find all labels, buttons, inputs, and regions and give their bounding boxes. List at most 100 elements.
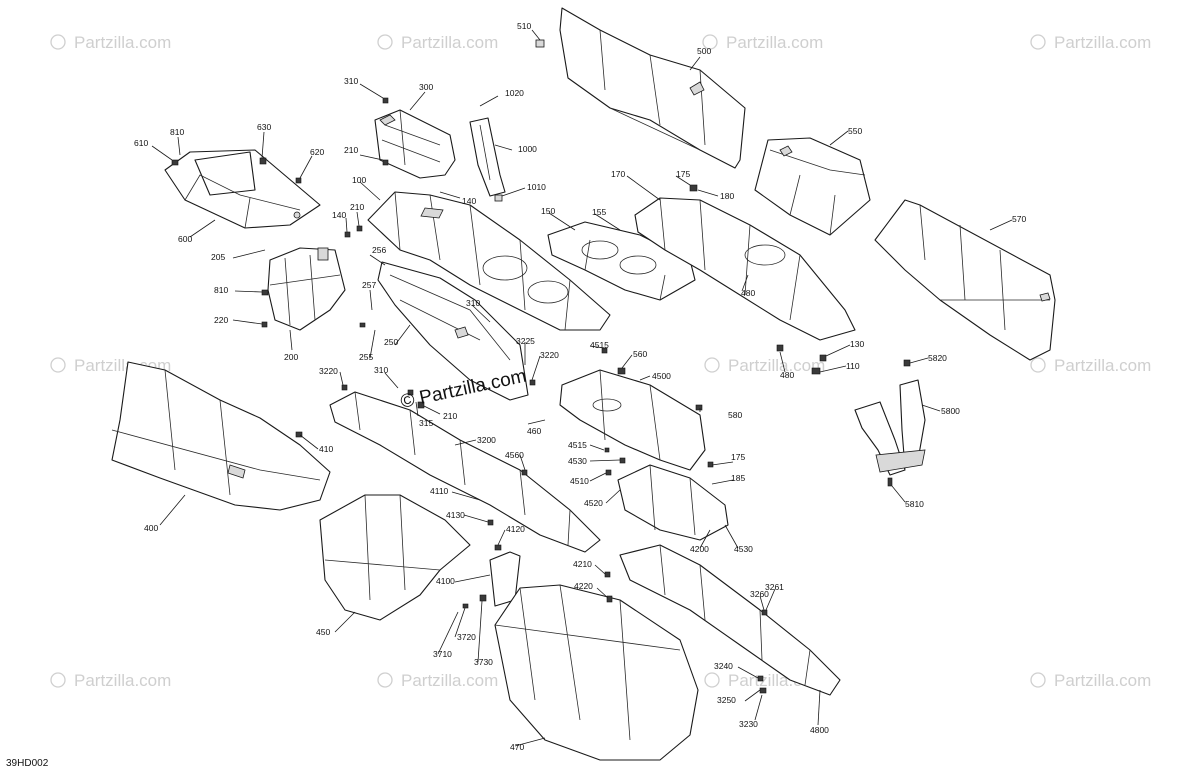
callout-label: 620 (310, 147, 324, 157)
watermark: Partzilla.com (1030, 356, 1151, 375)
callout-label: 5810 (905, 499, 924, 509)
part-300-cluster (374, 109, 456, 179)
watermark-text: Partzilla.com (1054, 33, 1151, 52)
callout-label: 315 (419, 418, 433, 428)
watermark-text: Partzilla.com (1054, 356, 1151, 375)
callout-label: 4530 (734, 544, 753, 554)
part-500-panel (559, 7, 746, 169)
callout-label: 4130 (446, 510, 465, 520)
watermark-layer: Partzilla.com Partzilla.com Partzilla.co… (50, 33, 1151, 690)
callout-label: 410 (319, 444, 333, 454)
callout-label: 4515 (568, 440, 587, 450)
part-450-panel (319, 494, 471, 621)
callout-label: 550 (848, 126, 862, 136)
callout-label: 3720 (457, 632, 476, 642)
callout-label: 3240 (714, 661, 733, 671)
callout-label: 175 (676, 169, 690, 179)
callout-label: 4220 (574, 581, 593, 591)
callout-label: 500 (697, 46, 711, 56)
callout-label: 600 (178, 234, 192, 244)
callout-label: 3200 (477, 435, 496, 445)
part-5800-boot (854, 379, 926, 476)
callout-label: 3220 (319, 366, 338, 376)
callout-label: 155 (592, 207, 606, 217)
callout-label: 810 (170, 127, 184, 137)
part-550-panel (754, 137, 871, 236)
callout-label: 470 (510, 742, 524, 752)
part-100-console (367, 191, 611, 331)
watermark-text: Partzilla.com (401, 33, 498, 52)
part-570-panel (874, 199, 1056, 361)
callout-label: 140 (462, 196, 476, 206)
callout-label: 570 (1012, 214, 1026, 224)
callout-label: 4560 (505, 450, 524, 460)
watermark: Partzilla.com (702, 33, 823, 52)
callout-label: 3730 (474, 657, 493, 667)
callout-label: 580 (728, 410, 742, 420)
callout-label: 250 (384, 337, 398, 347)
part-470-tray (494, 584, 699, 761)
callout-label: 110 (846, 361, 860, 371)
watermark: Partzilla.com (1030, 671, 1151, 690)
callout-label: 300 (419, 82, 433, 92)
part-4200-bracket (617, 464, 729, 541)
callout-label: 257 (362, 280, 376, 290)
callout-label: 310 (374, 365, 388, 375)
callout-label: 3261 (765, 582, 784, 592)
diagram-code: 39HD002 (6, 758, 49, 769)
callout-label: 4100 (436, 576, 455, 586)
callout-label: 460 (527, 426, 541, 436)
callout-label: 5820 (928, 353, 947, 363)
callout-label: 3250 (717, 695, 736, 705)
watermark: Partzilla.com (704, 356, 825, 375)
part-510-clip (535, 39, 545, 48)
callout-label: 100 (352, 175, 366, 185)
callout-label: 3220 (540, 350, 559, 360)
watermark-text: Partzilla.com (401, 671, 498, 690)
callout-label: 185 (731, 473, 745, 483)
callout-label: 4110 (430, 486, 449, 496)
part-4500-cover (559, 369, 706, 471)
callout-label: 310 (466, 298, 480, 308)
watermark-text: Partzilla.com (74, 671, 171, 690)
part-150-cupholder (547, 221, 696, 301)
part-1000-bracket (469, 117, 506, 202)
part-3200-rail (329, 391, 601, 553)
leader-lines (151, 29, 1013, 747)
watermark: Partzilla.com (50, 671, 171, 690)
callout-label: 210 (443, 411, 457, 421)
callout-label: 450 (316, 627, 330, 637)
callout-labels: 510 500 310 300 1020 1000 1010 610 810 6… (134, 21, 1026, 752)
callout-label: 480 (780, 370, 794, 380)
callout-label: 256 (372, 245, 386, 255)
callout-label: 3230 (739, 719, 758, 729)
callout-label: 255 (359, 352, 373, 362)
part-4800-frame (619, 544, 841, 696)
callout-label: 205 (211, 252, 225, 262)
watermark: Partzilla.com (377, 33, 498, 52)
watermark: Partzilla.com (50, 33, 171, 52)
callout-label: 130 (850, 339, 864, 349)
callout-label: 3260 (750, 589, 769, 599)
callout-label: 1020 (505, 88, 524, 98)
callout-label: 180 (720, 191, 734, 201)
callout-label: 3225 (516, 336, 535, 346)
part-4100-bracket (489, 551, 521, 607)
part-250-panel (377, 261, 529, 401)
watermark-text: Partzilla.com (74, 33, 171, 52)
callout-label: 630 (257, 122, 271, 132)
callout-label: 4510 (570, 476, 589, 486)
part-200-bracket (267, 247, 346, 331)
watermark: Partzilla.com (377, 671, 498, 690)
callout-label: 480 (741, 288, 755, 298)
callout-label: 810 (214, 285, 228, 295)
callout-label: 4500 (652, 371, 671, 381)
callout-label: 4515 (590, 340, 609, 350)
part-170-console (634, 197, 856, 341)
callout-label: 3710 (433, 649, 452, 659)
watermark-text: Partzilla.com (728, 356, 825, 375)
callout-label: 200 (284, 352, 298, 362)
callout-label: 310 (344, 76, 358, 86)
callout-label: 140 (332, 210, 346, 220)
